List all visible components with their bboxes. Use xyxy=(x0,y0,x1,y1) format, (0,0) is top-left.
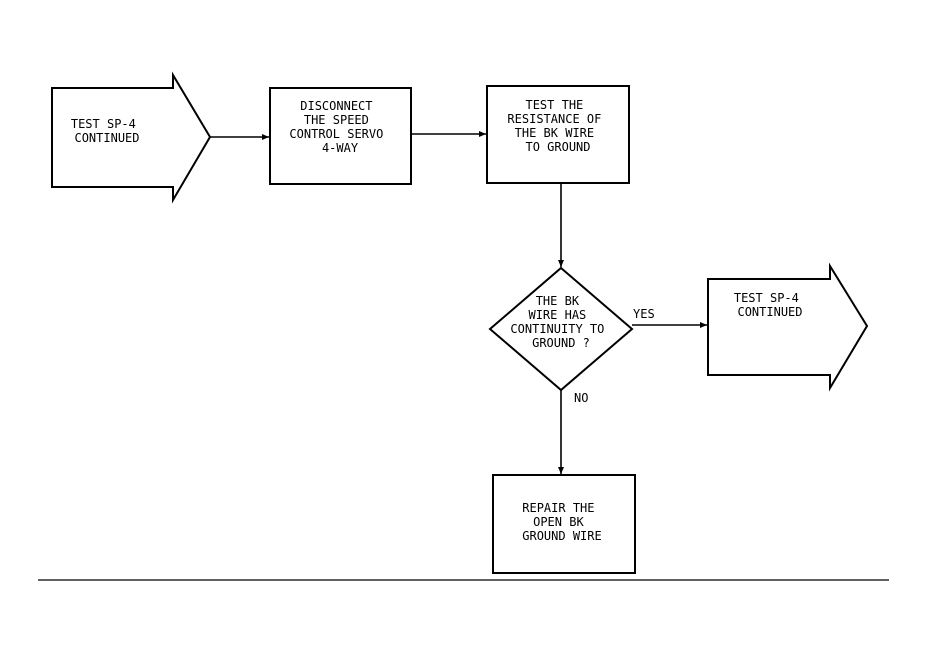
decision-text: THE BK WIRE HAS CONTINUITY TO GROUND ? xyxy=(510,294,611,350)
test-resistance-box: TEST THE RESISTANCE OF THE BK WIRE TO GR… xyxy=(486,85,630,184)
disconnect-process-box: DISCONNECT THE SPEED CONTROL SERVO 4-WAY xyxy=(269,87,412,185)
yes-label: YES xyxy=(633,307,655,321)
repair-process-box: REPAIR THE OPEN BK GROUND WIRE xyxy=(492,474,636,574)
no-label: NO xyxy=(574,391,588,405)
test-resistance-text: TEST THE RESISTANCE OF THE BK WIRE TO GR… xyxy=(507,98,608,154)
start-arrow-text: TEST SP-4 CONTINUED xyxy=(71,117,143,145)
disconnect-text: DISCONNECT THE SPEED CONTROL SERVO 4-WAY xyxy=(289,99,390,155)
end-block-arrow: TEST SP-4 CONTINUED xyxy=(707,262,869,392)
repair-text: REPAIR THE OPEN BK GROUND WIRE xyxy=(522,501,601,543)
end-arrow-text: TEST SP-4 CONTINUED xyxy=(734,291,806,319)
start-block-arrow: TEST SP-4 CONTINUED xyxy=(51,71,212,204)
decision-diamond: THE BK WIRE HAS CONTINUITY TO GROUND ? xyxy=(488,266,634,392)
